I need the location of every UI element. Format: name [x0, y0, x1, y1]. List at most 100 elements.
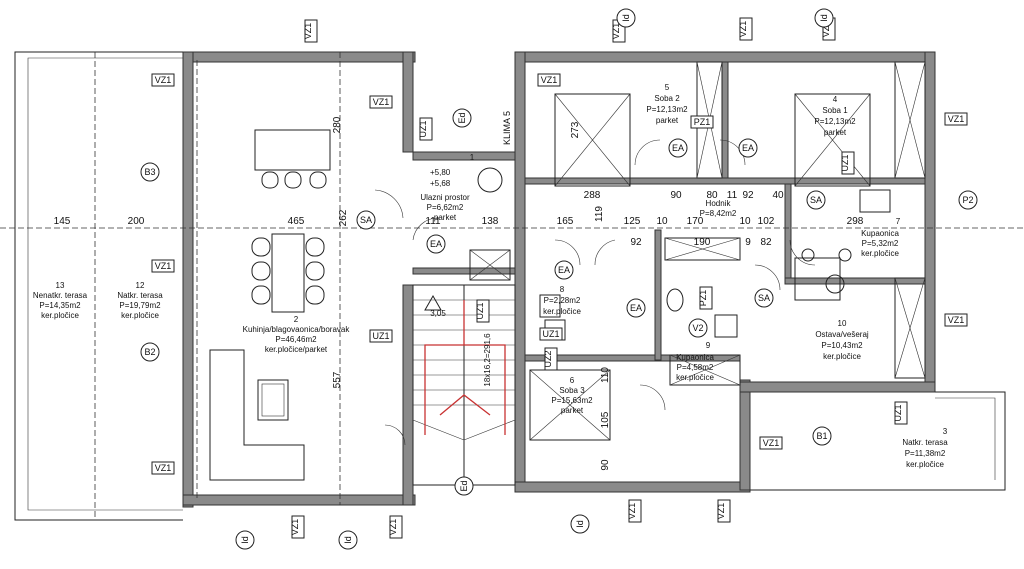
tag-uz1: UZ1	[418, 117, 433, 141]
door-entry	[374, 189, 404, 219]
room-finish: ker.pločice	[41, 311, 79, 320]
tag-text: VZ1	[155, 261, 172, 271]
room-area: P=12,13m2	[814, 117, 856, 126]
marker-text: EA	[558, 265, 570, 275]
tag-text: VZ1	[155, 75, 172, 85]
wall-storage-north	[784, 277, 926, 285]
marker-text: B1	[816, 431, 827, 441]
room-name: Ulazni prostor	[420, 193, 470, 202]
room-name: Natkr. terasa	[117, 291, 163, 300]
tag-vz1: VZ1	[537, 73, 561, 87]
room-number: 6	[570, 376, 575, 385]
room-finish: parket	[824, 128, 847, 137]
bed-soba3	[529, 369, 611, 441]
wall-bath-west	[654, 229, 662, 361]
bed-soba2	[554, 93, 631, 187]
room-finish: ker.pločice	[823, 352, 861, 361]
room-hodnik: Hodnik P=8,42m2	[700, 199, 737, 218]
room-2: 2 Kuhinja/blagovaonica/boravak P=46,46m2…	[243, 315, 351, 354]
tag-text: PZ1	[698, 290, 708, 307]
room-area: P=12,13m2	[646, 105, 688, 114]
tag-text: VZ1	[738, 21, 748, 38]
level-lower: +5,68	[430, 179, 451, 188]
stair-arrow-left	[424, 300, 465, 435]
wall-bedrooms-south	[524, 177, 926, 185]
room-name: Natkr. terasa	[902, 438, 948, 447]
marker-text: SA	[360, 215, 372, 225]
tag-vz1: VZ1	[738, 17, 753, 41]
tag-text: UZ2	[543, 350, 553, 367]
room-area: P=6,62m2	[427, 203, 464, 212]
wall-south-right	[514, 481, 751, 493]
room-name: Nenatkr. terasa	[33, 291, 88, 300]
room-8: 8 P=2,28m2 ker.pločice	[543, 285, 581, 316]
marker-text: EA	[430, 239, 442, 249]
marker-ed: Ed	[452, 108, 472, 128]
stair-direction-triangle	[424, 294, 442, 311]
marker-ea: EA	[626, 298, 646, 318]
room-finish: parket	[434, 213, 457, 222]
dim-90: 90	[670, 190, 682, 201]
marker-sa: SA	[806, 190, 826, 210]
room-number: 12	[136, 281, 145, 290]
marker-text: Id	[575, 520, 585, 528]
tag-uz1: UZ1	[369, 329, 393, 343]
marker-text: Id	[621, 14, 631, 22]
marker-sa: SA	[754, 288, 774, 308]
wall-east-right	[924, 51, 936, 393]
coffee-table	[257, 379, 289, 421]
marker-id: Id	[235, 530, 255, 550]
tag-text: VZ1	[290, 519, 300, 536]
wall-south-left	[182, 494, 416, 506]
marker-text: Id	[240, 536, 250, 544]
stair-arrow-right	[464, 344, 506, 435]
tag-text: VZ1	[611, 23, 621, 40]
dim-10b: 10	[739, 216, 751, 227]
room-number: 7	[896, 217, 901, 226]
room-number: 4	[833, 95, 838, 104]
room-number: 3	[943, 427, 948, 436]
dim-11: 11	[727, 190, 738, 201]
wall-north-right	[514, 51, 936, 63]
room-area: P=19,79m2	[119, 301, 161, 310]
tag-vz1: VZ1	[151, 259, 175, 273]
wall-west-right	[514, 51, 526, 493]
dim-40: 40	[772, 190, 784, 201]
marker-b3: B3	[140, 162, 160, 182]
stair-arrow-head	[439, 394, 491, 416]
dim-111: 111	[425, 216, 441, 227]
dim-119: 119	[594, 206, 605, 222]
marker-text: EA	[630, 303, 642, 313]
tag-sv1: VZ1	[388, 515, 403, 539]
tag-text: VZ1	[821, 21, 831, 38]
room-area: P=11,38m2	[905, 449, 946, 458]
marker-b1: B1	[812, 426, 832, 446]
marker-sa: SA	[356, 210, 376, 230]
tag-text: VZ1	[155, 463, 172, 473]
room-9: 9 Kupaonica P=4,58m2 ker.pločice	[676, 341, 714, 382]
tag-vz1: VZ1	[290, 515, 305, 539]
circle-markers: Id Id Id Id Id Ed Ed EA EA EA EA EA SA S…	[140, 8, 978, 550]
dim-138: 138	[482, 216, 499, 227]
marker-text: B3	[144, 167, 155, 177]
room-finish: parket	[656, 116, 679, 125]
marker-id: Id	[338, 530, 358, 550]
dim-465: 465	[288, 216, 305, 227]
room-5: 5 Soba 2 P=12,13m2 parket	[646, 83, 688, 125]
dining-table	[271, 233, 305, 313]
dim-170: 170	[687, 216, 704, 227]
room-finish: ker.pločice	[676, 373, 714, 382]
room-number: 1	[470, 153, 475, 162]
tag-uz1: UZ1	[893, 401, 908, 425]
marker-text: Ed	[457, 112, 467, 123]
tag-vz1: VZ1	[944, 112, 968, 126]
marker-text: SA	[810, 195, 822, 205]
kitchen-island	[254, 129, 331, 171]
marker-ea: EA	[668, 138, 688, 158]
tag-text: VZ1	[716, 503, 726, 520]
marker-ed: Ed	[454, 476, 474, 496]
tag-vz1: VZ1	[759, 436, 783, 450]
room-4: 4 Soba 1 P=12,13m2 parket	[814, 95, 856, 137]
marker-p2: P2	[958, 190, 978, 210]
room-name: Hodnik	[706, 199, 732, 208]
